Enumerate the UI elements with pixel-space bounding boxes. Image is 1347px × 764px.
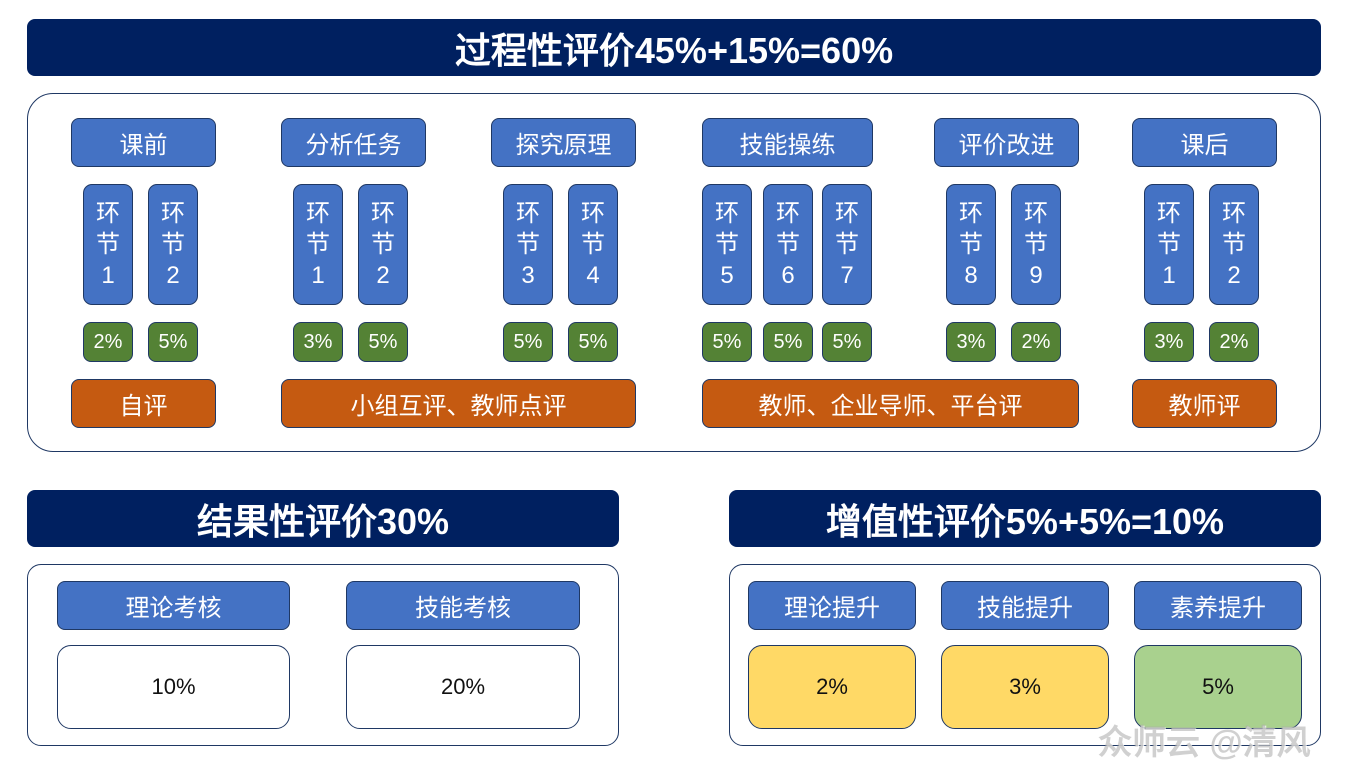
result-evaluation-banner: 结果性评价30% xyxy=(27,490,619,547)
step-char: 节 xyxy=(371,231,395,258)
step-number: 4 xyxy=(586,262,600,289)
step-box: 环 节 7 xyxy=(822,184,872,305)
step-char: 节 xyxy=(1157,231,1181,258)
result-item-skill-label: 技能考核 xyxy=(346,581,580,630)
step-box: 环 节 8 xyxy=(946,184,996,305)
step-box: 环 节 1 xyxy=(293,184,343,305)
watermark: 众师云 @清风 xyxy=(1098,724,1311,762)
result-item-skill-value: 20% xyxy=(346,645,580,729)
step-percentage: 3% xyxy=(293,322,343,362)
step-number: 6 xyxy=(781,262,795,289)
step-box: 环 节 2 xyxy=(358,184,408,305)
process-evaluation-banner: 过程性评价45%+15%=60% xyxy=(27,19,1321,76)
step-char: 环 xyxy=(371,200,395,227)
step-number: 5 xyxy=(720,262,734,289)
value-added-theory-label: 理论提升 xyxy=(748,581,916,630)
step-percentage: 3% xyxy=(946,322,996,362)
step-char: 环 xyxy=(1222,200,1246,227)
step-char: 环 xyxy=(581,200,605,227)
value-added-theory-value: 2% xyxy=(748,645,916,729)
step-char: 节 xyxy=(96,231,120,258)
value-added-skill-value: 3% xyxy=(941,645,1109,729)
step-char: 环 xyxy=(776,200,800,227)
step-number: 1 xyxy=(101,262,115,289)
step-char: 节 xyxy=(161,231,185,258)
step-box: 环 节 2 xyxy=(1209,184,1259,305)
step-box: 环 节 4 xyxy=(568,184,618,305)
step-box: 环 节 1 xyxy=(1144,184,1194,305)
step-char: 节 xyxy=(715,231,739,258)
result-item-theory-value: 10% xyxy=(57,645,290,729)
step-char: 环 xyxy=(1157,200,1181,227)
step-box: 环 节 1 xyxy=(83,184,133,305)
evaluator-teacher-mentor-platform: 教师、企业导师、平台评 xyxy=(702,379,1079,428)
step-char: 环 xyxy=(715,200,739,227)
step-char: 节 xyxy=(776,231,800,258)
step-number: 2 xyxy=(376,262,390,289)
step-char: 环 xyxy=(959,200,983,227)
value-added-evaluation-banner: 增值性评价5%+5%=10% xyxy=(729,490,1321,547)
phase-explore-principle: 探究原理 xyxy=(491,118,636,167)
step-percentage: 5% xyxy=(763,322,813,362)
step-number: 3 xyxy=(521,262,535,289)
step-percentage: 2% xyxy=(83,322,133,362)
step-char: 节 xyxy=(581,231,605,258)
step-char: 环 xyxy=(835,200,859,227)
evaluator-peer-teacher: 小组互评、教师点评 xyxy=(281,379,636,428)
step-percentage: 5% xyxy=(822,322,872,362)
step-box: 环 节 6 xyxy=(763,184,813,305)
step-char: 节 xyxy=(516,231,540,258)
step-percentage: 2% xyxy=(1209,322,1259,362)
step-number: 1 xyxy=(311,262,325,289)
step-number: 2 xyxy=(166,262,180,289)
phase-analyze-task: 分析任务 xyxy=(281,118,426,167)
evaluator-self: 自评 xyxy=(71,379,216,428)
value-added-literacy-value: 5% xyxy=(1134,645,1302,729)
step-box: 环 节 9 xyxy=(1011,184,1061,305)
step-char: 环 xyxy=(96,200,120,227)
step-percentage: 5% xyxy=(503,322,553,362)
step-number: 2 xyxy=(1227,262,1241,289)
step-char: 节 xyxy=(1024,231,1048,258)
step-number: 1 xyxy=(1162,262,1176,289)
step-number: 7 xyxy=(840,262,854,289)
step-char: 环 xyxy=(306,200,330,227)
phase-evaluate-improve: 评价改进 xyxy=(934,118,1079,167)
evaluator-teacher: 教师评 xyxy=(1132,379,1277,428)
step-number: 9 xyxy=(1029,262,1043,289)
step-char: 环 xyxy=(516,200,540,227)
step-percentage: 5% xyxy=(148,322,198,362)
value-added-skill-label: 技能提升 xyxy=(941,581,1109,630)
result-item-theory-label: 理论考核 xyxy=(57,581,290,630)
step-percentage: 5% xyxy=(568,322,618,362)
step-char: 节 xyxy=(959,231,983,258)
step-box: 环 节 3 xyxy=(503,184,553,305)
step-box: 环 节 2 xyxy=(148,184,198,305)
step-percentage: 5% xyxy=(702,322,752,362)
value-added-literacy-label: 素养提升 xyxy=(1134,581,1302,630)
process-evaluation-panel xyxy=(27,93,1321,452)
step-char: 节 xyxy=(835,231,859,258)
step-box: 环 节 5 xyxy=(702,184,752,305)
step-char: 环 xyxy=(1024,200,1048,227)
phase-pre-class: 课前 xyxy=(71,118,216,167)
phase-post-class: 课后 xyxy=(1132,118,1277,167)
step-percentage: 5% xyxy=(358,322,408,362)
step-number: 8 xyxy=(964,262,978,289)
step-percentage: 2% xyxy=(1011,322,1061,362)
step-char: 节 xyxy=(306,231,330,258)
step-percentage: 3% xyxy=(1144,322,1194,362)
step-char: 节 xyxy=(1222,231,1246,258)
phase-skill-practice: 技能操练 xyxy=(702,118,873,167)
step-char: 环 xyxy=(161,200,185,227)
